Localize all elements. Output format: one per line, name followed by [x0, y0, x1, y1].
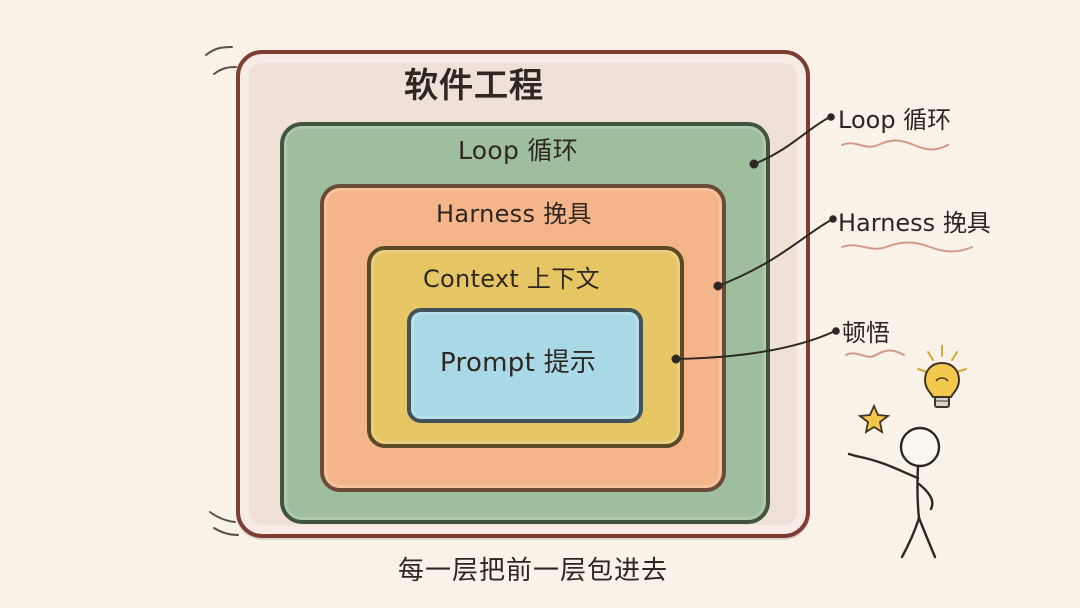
- loop-underline: [841, 139, 949, 151]
- enlightenment-callout-label: 顿悟: [842, 319, 890, 347]
- diagram-caption: 每一层把前一层包进去: [398, 556, 669, 586]
- enlightenment-callout-dot: [832, 327, 840, 335]
- context-layer-label: Context 上下文: [423, 265, 600, 293]
- prompt-layer: [407, 308, 643, 423]
- loop-callout-label: Loop 循环: [838, 106, 952, 134]
- loop-callout-dot: [827, 113, 835, 121]
- prompt-layer-label: Prompt 提示: [440, 348, 597, 378]
- loop-layer-label: Loop 循环: [458, 136, 578, 165]
- sketch-motion-marks: [205, 46, 239, 536]
- harness-layer-label: Harness 挽具: [436, 200, 592, 228]
- software-engineering-title: 软件工程: [404, 66, 544, 106]
- harness-callout-dot: [829, 215, 837, 223]
- harness-callout-label: Harness 挽具: [838, 209, 991, 237]
- stick-figure: [847, 426, 941, 559]
- lightbulb-icon: [917, 345, 967, 408]
- enlightenment-underline: [845, 349, 905, 358]
- harness-underline: [841, 241, 973, 253]
- star-icon: [857, 403, 891, 434]
